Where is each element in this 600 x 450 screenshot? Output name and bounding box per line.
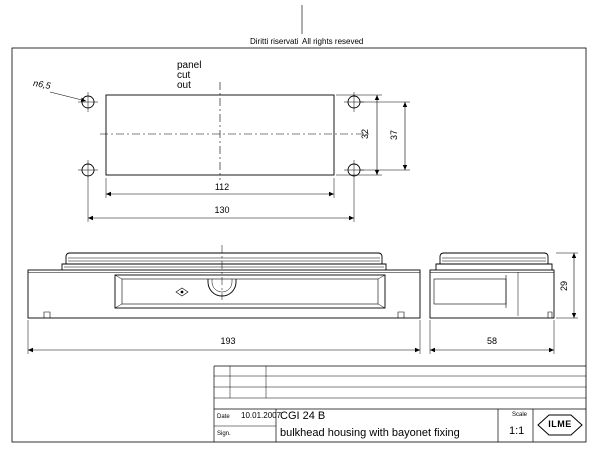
title-date-value: 10.01.2007 bbox=[241, 411, 282, 420]
panel-cutout-label-line2: cut bbox=[177, 70, 191, 81]
drawing-border bbox=[11, 47, 587, 443]
dim-side-height: 29 bbox=[559, 280, 569, 291]
product-description: bulkhead housing with bayonet fixing bbox=[280, 427, 460, 439]
hole-top-left bbox=[78, 92, 98, 112]
title-block bbox=[213, 365, 586, 442]
dim-overall-length: 193 bbox=[220, 336, 236, 346]
dim-cutout-width: 112 bbox=[214, 182, 230, 192]
title-date-label: Date bbox=[217, 414, 230, 420]
scale-value: 1:1 bbox=[509, 425, 525, 437]
scale-label: Scale bbox=[512, 412, 528, 418]
rights-reserved-italian: Diritti riservati bbox=[250, 37, 299, 46]
rights-reserved-english: All rights reseved bbox=[302, 37, 364, 46]
product-code: CGI 24 B bbox=[280, 410, 326, 422]
ilme-logo-icon bbox=[537, 414, 583, 436]
ilme-logo-text: ILME bbox=[548, 419, 572, 429]
dim-hole-spacing-height: 37 bbox=[389, 129, 399, 140]
dim-side-width: 58 bbox=[486, 336, 498, 346]
side-view bbox=[429, 252, 578, 354]
dim-hole-spacing-width: 130 bbox=[214, 205, 230, 215]
title-sign-label: Sign. bbox=[217, 431, 231, 437]
panel-cutout-label-line1: panel bbox=[177, 60, 202, 71]
hole-diameter-leader bbox=[49, 91, 87, 102]
panel-cutout-view bbox=[49, 82, 410, 222]
hole-bottom-left bbox=[78, 160, 98, 180]
front-view bbox=[27, 245, 421, 354]
panel-cutout-label-line3: out bbox=[177, 80, 191, 91]
dim-cutout-height: 32 bbox=[360, 128, 370, 139]
